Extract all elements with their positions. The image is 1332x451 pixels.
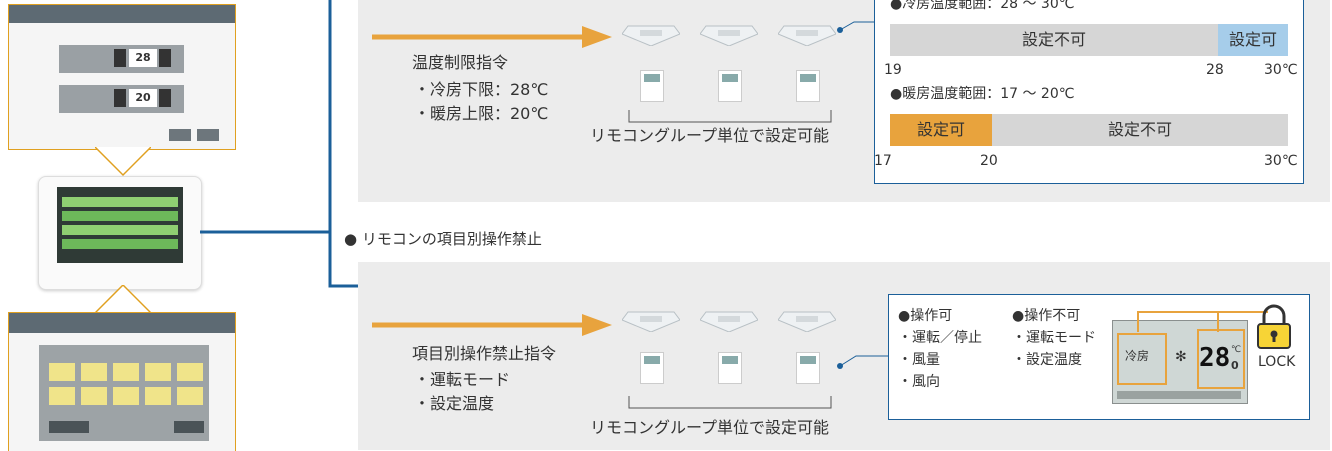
- forbidden-title: ●操作不可: [1012, 308, 1081, 324]
- remote-controller: [640, 352, 664, 384]
- heat-upper-limit-text: ・暖房上限：20℃: [414, 104, 549, 123]
- remote-controller: [718, 352, 742, 384]
- heat-limit-value: 20: [129, 89, 157, 107]
- group-bracket: [628, 396, 832, 409]
- leader-line: [837, 21, 880, 33]
- remote-lcd-display: 冷房 28 0 ℃ ✻: [1112, 320, 1248, 404]
- forbidden-item-mode: ・運転モード: [1012, 330, 1096, 346]
- lcd-unit: ℃: [1231, 345, 1242, 355]
- allowed-title: ●操作可: [898, 308, 953, 324]
- down-arrow-icon: [114, 49, 126, 67]
- remote-controller: [796, 70, 820, 102]
- lock-item-temp: ・設定温度: [414, 394, 495, 413]
- indoor-unit: [621, 306, 681, 333]
- temp-limit-screenshot: 28 20: [8, 4, 236, 150]
- lock-item-mode: ・運転モード: [414, 370, 511, 389]
- heat-tick-20: 20: [980, 153, 998, 169]
- indoor-unit: [777, 306, 837, 333]
- group-setting-note: リモコングループ単位で設定可能: [590, 126, 830, 145]
- leader-line: [837, 355, 890, 369]
- heat-enabled-bar: 設定可: [890, 114, 992, 146]
- cool-range-label: ●冷房温度範囲：28 ～ 30℃: [890, 0, 1075, 12]
- callout-pointer: [95, 285, 151, 314]
- allowed-item-fan: ・風量: [898, 352, 940, 368]
- cool-disabled-bar: 設定不可: [890, 24, 1218, 56]
- cool-tick-30: 30℃: [1264, 62, 1298, 78]
- cool-tick-19: 19: [884, 62, 902, 78]
- up-arrow-icon: [159, 49, 171, 67]
- heat-range-label: ●暖房温度範囲：17 ～ 20℃: [890, 86, 1075, 102]
- lcd-temp-decimal: 0: [1231, 359, 1239, 372]
- indoor-unit: [699, 20, 759, 47]
- indoor-unit: [621, 20, 681, 47]
- indoor-unit: [777, 20, 837, 47]
- heat-tick-30: 30℃: [1264, 153, 1298, 169]
- fan-icon: ✻: [1175, 349, 1187, 365]
- callout-pointer: [95, 147, 151, 177]
- heat-disabled-bar: 設定不可: [992, 114, 1288, 146]
- heat-tick-17: 17: [874, 153, 892, 169]
- remote-controller: [796, 352, 820, 384]
- lock-icon: [1257, 304, 1291, 349]
- allowed-item-run: ・運転／停止: [898, 330, 982, 346]
- remote-controller: [640, 70, 664, 102]
- down-arrow-icon: [114, 89, 126, 107]
- allowed-item-louver: ・風向: [898, 374, 940, 390]
- command-arrow-icon: [372, 314, 612, 336]
- cool-enabled-bar: 設定可: [1218, 24, 1288, 56]
- cool-lower-limit-text: ・冷房下限：28℃: [414, 80, 549, 99]
- temp-limit-command-title: 温度制限指令: [412, 53, 509, 72]
- central-controller-device: [38, 176, 202, 290]
- cool-limit-value: 28: [129, 49, 157, 67]
- up-arrow-icon: [159, 89, 171, 107]
- section2-heading: ● リモコンの項目別操作禁止: [344, 230, 542, 248]
- indoor-unit: [699, 306, 759, 333]
- operation-lock-screenshot: [8, 312, 236, 451]
- lock-command-title: 項目別操作禁止指令: [412, 344, 557, 363]
- highlight-connector: [1137, 311, 1268, 332]
- lock-label: LOCK: [1258, 354, 1296, 370]
- forbidden-item-temp: ・設定温度: [1012, 352, 1082, 368]
- group-bracket: [628, 110, 832, 123]
- lcd-mode-text: 冷房: [1125, 349, 1150, 363]
- cool-tick-28: 28: [1206, 62, 1224, 78]
- remote-controller: [718, 70, 742, 102]
- lcd-temp-text: 28: [1199, 343, 1231, 373]
- group-setting-note-2: リモコングループ単位で設定可能: [590, 418, 830, 437]
- command-arrow-icon: [372, 26, 612, 48]
